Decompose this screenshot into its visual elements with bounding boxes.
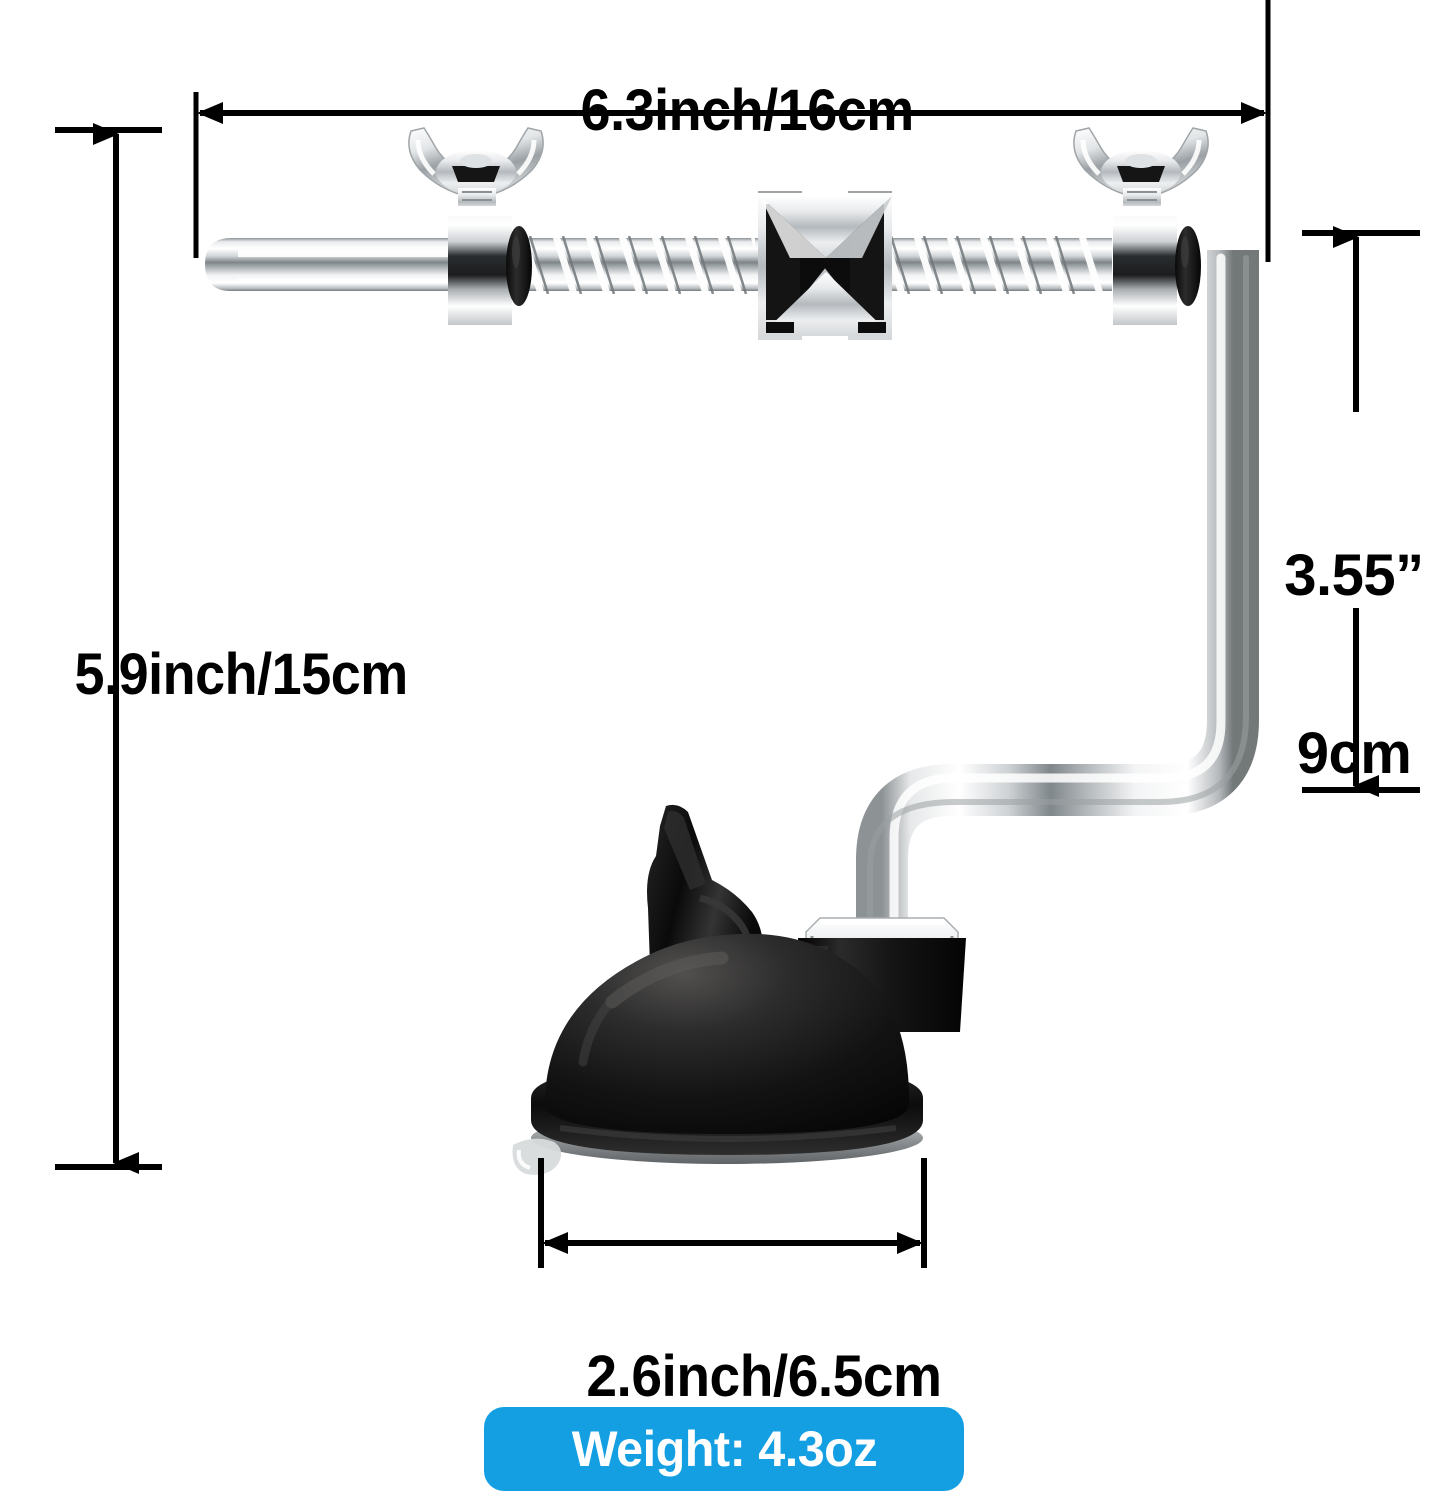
dimension-depth-label: 3.55” 9cm — [1276, 428, 1432, 901]
dimension-width-label: 6.3inch/16cm — [0, 22, 1432, 199]
left-wing-nut — [408, 127, 544, 325]
weight-badge: Weight: 4.3oz — [484, 1407, 964, 1491]
dimension-width-text: 6.3inch/16cm — [580, 78, 915, 144]
z-bend-arm — [856, 250, 1259, 955]
dimension-depth-text-inches: 3.55” — [1284, 543, 1424, 609]
plain-rod-end — [205, 238, 470, 291]
dimension-depth — [1302, 226, 1420, 797]
release-tab — [512, 1138, 562, 1175]
dimension-base-text: 2.6inch/6.5cm — [586, 1344, 942, 1410]
dimension-base — [538, 1158, 927, 1268]
weight-badge-text: Weight: 4.3oz — [571, 1421, 877, 1477]
suction-cup-base — [512, 933, 923, 1175]
dimension-base-label: 2.6inch/6.5cm — [460, 1288, 1005, 1465]
threaded-rod-left — [519, 236, 759, 294]
dimension-height-text: 5.9inch/15cm — [75, 642, 409, 708]
right-wing-nut — [1073, 127, 1209, 325]
dimension-width — [193, 0, 1271, 262]
dimension-height — [55, 123, 162, 1174]
threaded-rod-right — [880, 236, 1112, 294]
dimension-height-label: 5.9inch/15cm — [0, 586, 409, 763]
dimension-depth-text-cm: 9cm — [1296, 720, 1412, 786]
center-bowtie-clamp — [758, 191, 892, 340]
